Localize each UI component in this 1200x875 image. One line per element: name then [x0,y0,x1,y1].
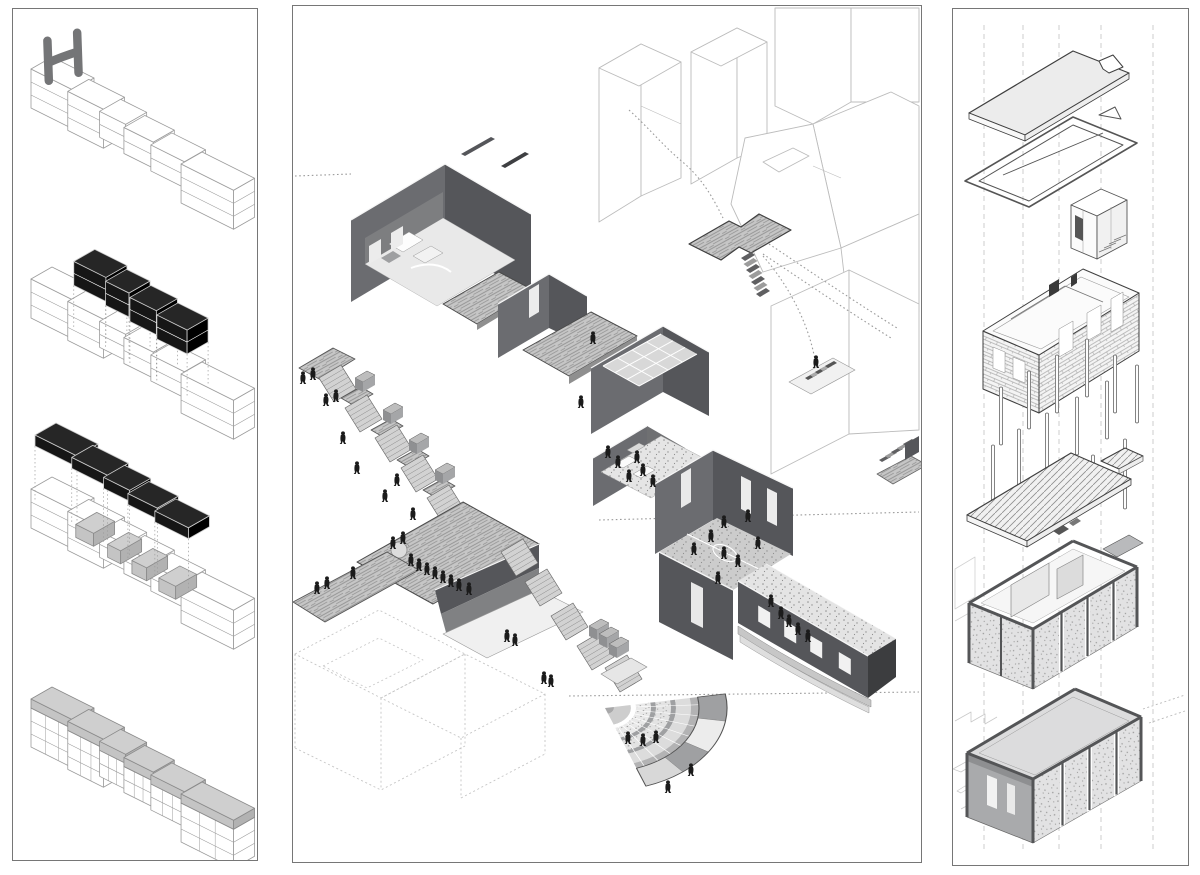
massing-step-2 [30,248,255,440]
panel-site-axonometric [292,5,922,863]
panel-exploded-axonometric [952,8,1189,866]
massing-sequence-drawing [30,28,255,860]
massing-step-1 [30,56,255,230]
letter-h-logo [43,28,83,86]
massing-step-3 [30,422,255,650]
panel-massing-sequence [12,8,258,861]
roof-frame [964,106,1138,208]
context-buildings [598,7,920,475]
amphitheater [605,693,728,787]
small-stairs-and-decks [688,213,921,485]
massing-step-4 [30,686,255,860]
brick-wall-level [982,268,1140,414]
site-axonometric-drawing [293,7,921,799]
ground-floor-level [953,687,1186,844]
timber-floor-plate [966,447,1144,548]
roof-plate [968,50,1130,142]
cascading-stairs-and-terraces [293,347,648,693]
stair-core [1070,188,1128,260]
exploded-axonometric-drawing [953,25,1186,851]
framed-stone-level [954,518,1144,690]
dashed-context-volumes [294,609,546,799]
